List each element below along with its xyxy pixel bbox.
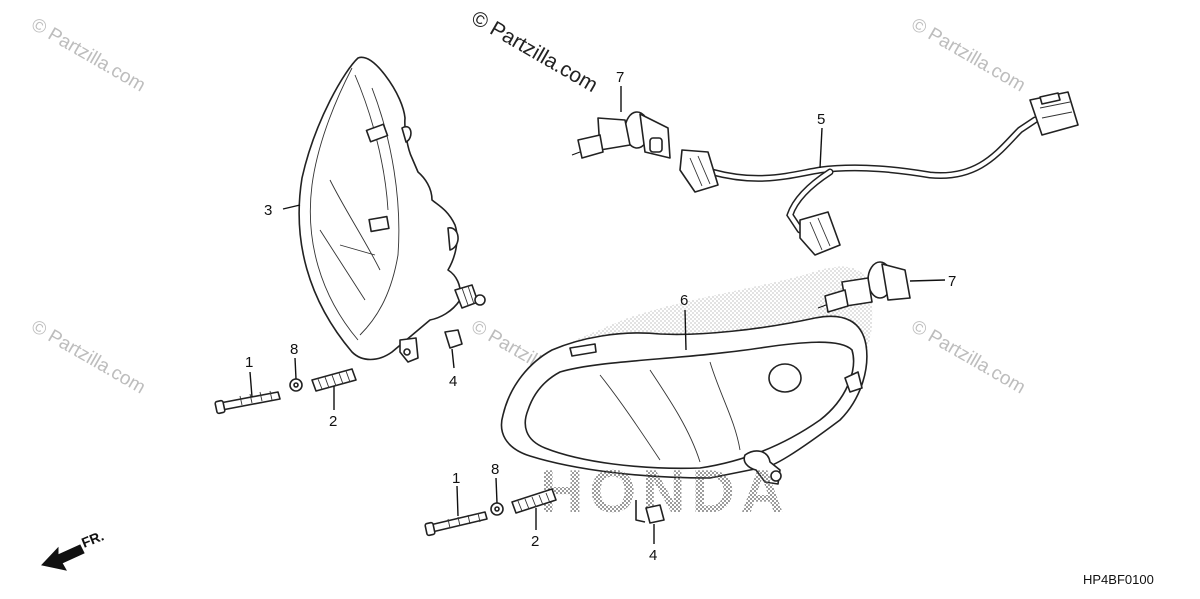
watermark-faint: © Partzilla.com xyxy=(908,14,1029,96)
callout-5: 5 xyxy=(817,111,825,128)
headlight-housing-center xyxy=(500,266,873,523)
front-direction-indicator: FR. xyxy=(41,527,106,571)
callout-3: 3 xyxy=(264,202,272,219)
watermark-faint: © Partzilla.com xyxy=(28,316,149,398)
callout-4: 4 xyxy=(449,373,457,390)
bulb-lower xyxy=(817,261,911,313)
leader-lines xyxy=(249,86,946,544)
screw-set-upper xyxy=(214,329,463,415)
callout-7: 7 xyxy=(616,69,624,86)
bulb-upper xyxy=(571,111,671,159)
callout-4: 4 xyxy=(649,547,657,564)
headlight-housing-left xyxy=(298,56,486,363)
watermark-faint: © Partzilla.com xyxy=(28,14,149,96)
callout-2: 2 xyxy=(329,413,337,430)
screw-set-lower xyxy=(424,488,665,537)
callout-8: 8 xyxy=(491,461,499,478)
brand-mark: HONDA xyxy=(540,458,790,525)
watermark-faint: © Partzilla.com xyxy=(908,316,1029,398)
faint-watermarks: © Partzilla.com © Partzilla.com © Partzi… xyxy=(28,14,1029,398)
front-arrow-icon xyxy=(41,544,85,571)
callout-8: 8 xyxy=(290,341,298,358)
callout-1: 1 xyxy=(452,470,460,487)
diagram-code: HP4BF0100 xyxy=(1083,572,1154,587)
wire-harness xyxy=(679,91,1079,256)
direction-label: FR. xyxy=(79,527,106,550)
callout-7: 7 xyxy=(948,273,956,290)
callout-2: 2 xyxy=(531,533,539,550)
watermark-main: © Partzilla.com xyxy=(468,6,602,97)
callout-1: 1 xyxy=(245,354,253,371)
callout-6: 6 xyxy=(680,292,688,309)
callouts: 3 1 8 2 4 1 8 2 4 6 7 5 7 xyxy=(245,69,956,564)
